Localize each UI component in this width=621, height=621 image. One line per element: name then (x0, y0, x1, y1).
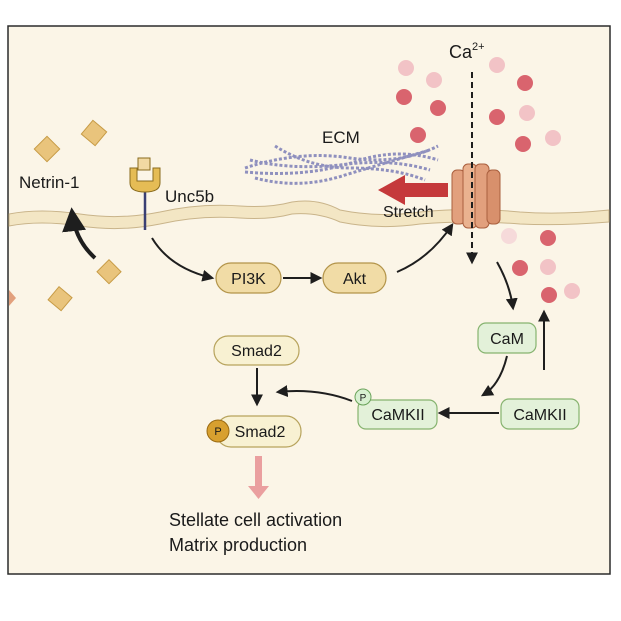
calcium-ion (517, 75, 533, 91)
receptor-cup (129, 167, 161, 193)
calcium-ion (489, 57, 505, 73)
calcium-ion (489, 109, 505, 125)
phospho-camkii-label: CaMKII (371, 407, 424, 424)
arrow-unc5b-to-pi3k (151, 237, 215, 282)
calcium-ion (396, 89, 412, 105)
calcium-ion (430, 100, 446, 116)
outcome-line-1: Stellate cell activation (169, 510, 342, 530)
arrow-akt-to-channel (396, 223, 454, 273)
pi3k-node: PI3K (215, 262, 282, 294)
cam-label: CaM (490, 331, 524, 348)
phospho-marker-small (354, 388, 372, 406)
outcome-line-2: Matrix production (169, 535, 307, 555)
calcium-ions-intracellular (501, 228, 580, 303)
calcium-ion (398, 60, 414, 76)
calcium-ion (564, 283, 580, 299)
ecm-fibers (244, 144, 439, 185)
arrow-calcium-to-cam (496, 261, 518, 311)
phospho-marker (206, 419, 230, 443)
netrin-label: Netrin-1 (19, 173, 79, 192)
receptor-bound-ligand (137, 157, 151, 171)
camkii-label: CaMKII (513, 407, 566, 424)
calcium-ion (545, 130, 561, 146)
phospho-smad2-label: Smad2 (235, 424, 286, 441)
unc5b-receptor (129, 157, 161, 230)
calcium-ion (540, 259, 556, 275)
netrin-ligand (47, 286, 73, 312)
pi3k-label: PI3K (231, 271, 266, 288)
extracellular-space (9, 27, 609, 217)
stretch-arrow (378, 175, 448, 205)
netrin-ligand (33, 135, 61, 163)
ecm-label: ECM (322, 128, 360, 147)
arrow-camkii-to-smad2 (275, 385, 353, 402)
calcium-channel (451, 163, 501, 229)
phospho-smad2-node: Smad2 P (206, 415, 302, 448)
calcium-ion (515, 136, 531, 152)
cam-node: CaM (477, 322, 537, 354)
channel-subunit (486, 169, 501, 225)
smad2-node: Smad2 (213, 335, 300, 366)
stretch-label: Stretch (383, 204, 434, 221)
calcium-ion (512, 260, 528, 276)
outcome-arrow (248, 456, 269, 499)
calcium-ion (410, 127, 426, 143)
calcium-ion (541, 287, 557, 303)
smad2-label: Smad2 (231, 343, 282, 360)
calcium-ions-extracellular (396, 57, 561, 152)
calcium-label: Ca2+ (449, 41, 485, 62)
phospho-small-label: P (360, 393, 367, 404)
edge-receptor-fragment (9, 290, 16, 306)
netrin-ligand (80, 119, 108, 147)
calcium-ion (540, 230, 556, 246)
phospho-label: P (214, 426, 221, 438)
phospho-camkii-node: CaMKII P (354, 388, 438, 430)
calcium-ion (519, 105, 535, 121)
netrin-ligands (33, 119, 122, 312)
akt-node: Akt (322, 262, 387, 294)
arrow-cam-to-camkii (480, 355, 508, 397)
akt-label: Akt (343, 271, 367, 288)
camkii-node: CaMKII (500, 398, 580, 430)
calcium-ion (501, 228, 517, 244)
unc5b-label: Unc5b (165, 187, 214, 206)
netrin-ligand (96, 258, 122, 285)
calcium-ion (426, 72, 442, 88)
netrin-release-arrow (62, 207, 97, 260)
